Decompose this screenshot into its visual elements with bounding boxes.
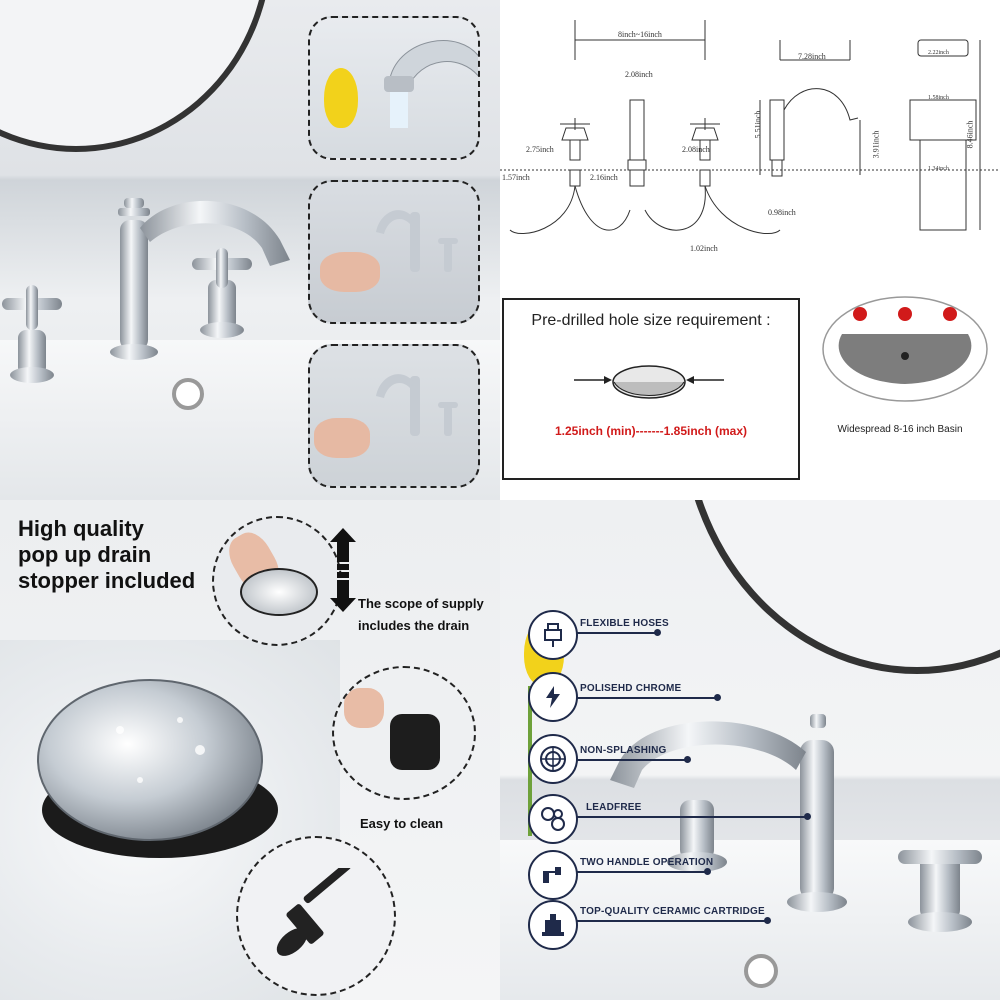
hole-requirement-title: Pre-drilled hole size requirement : <box>531 312 771 329</box>
dim-spacing: 8inch~16inch <box>618 30 662 39</box>
dimension-drawing <box>500 20 1000 234</box>
faucet-image-2 <box>610 714 982 932</box>
yellow-flower <box>324 68 358 128</box>
feature-label-5: TWO HANDLE OPERATION <box>580 857 714 868</box>
faucet-photo-panel <box>0 0 500 500</box>
inset-glass-fill <box>308 344 480 488</box>
feature-dot-1 <box>654 629 661 636</box>
dim-drain-neck: 1.58inch <box>928 95 949 101</box>
hand-holding <box>344 688 384 728</box>
hole-diagram-icon <box>574 365 724 399</box>
basin-caption: Widespread 8-16 inch Basin <box>837 424 963 435</box>
dim-shank-length: 1.57inch <box>502 173 530 182</box>
feature-line-1 <box>576 632 656 634</box>
faucet-mini-icon-2 <box>376 374 458 436</box>
feature-label-4: LEADFREE <box>586 802 642 813</box>
mini-stopper <box>240 568 318 616</box>
lightning-icon <box>528 672 578 722</box>
feature-line-4 <box>576 816 806 818</box>
feature-dot-2 <box>714 694 721 701</box>
dim-spout-height: 5.51inch <box>753 110 763 139</box>
inset-clean-drain <box>332 666 476 800</box>
feature-label-2: POLISEHD CHROME <box>580 683 682 694</box>
spout-closeup-icon <box>384 40 478 128</box>
dim-drain-body: 1.34inch <box>928 166 949 172</box>
feature-label-3: NON-SPLASHING <box>580 745 667 756</box>
pipes-icon <box>528 794 578 844</box>
feature-label-1: FLEXIBLE HOSES <box>580 618 669 629</box>
feature-dot-4 <box>804 813 811 820</box>
dim-spout-reach: 7.28inch <box>798 52 826 61</box>
feature-line-5 <box>576 871 706 873</box>
faucet-image <box>2 198 290 383</box>
feature-label-6: TOP-QUALITY CERAMIC CARTRIDGE <box>580 906 765 917</box>
supply-caption-line2: includes the drain <box>358 618 470 633</box>
drain-stopper-image <box>37 679 278 858</box>
mirror-2 <box>680 500 1000 674</box>
supply-caption-line1: The scope of supply <box>358 596 484 611</box>
feature-line-2 <box>576 697 716 699</box>
drain-heading-line1: High quality <box>18 516 144 541</box>
clean-caption: Easy to clean <box>360 816 444 831</box>
faucet-mini-icon <box>376 210 458 272</box>
dim-drain-height: 8.46inch <box>965 120 975 149</box>
cartridge-icon <box>528 900 578 950</box>
feature-dot-5 <box>704 868 711 875</box>
inset-water-flow <box>308 16 480 160</box>
faucet-icon <box>528 850 578 900</box>
mirror <box>0 0 272 152</box>
dim-shank-length-2: 2.16inch <box>590 173 618 182</box>
up-down-arrow-icon <box>330 528 356 612</box>
dim-drain-top: 2.22inch <box>928 50 949 56</box>
feature-line-6 <box>576 920 766 922</box>
basin-diagram-icon <box>822 296 988 402</box>
drain-heading-line3: stopper included <box>18 568 196 593</box>
hand-glass <box>314 418 370 458</box>
inset-hand-wash <box>308 180 480 324</box>
inset-drain-rod <box>236 836 396 996</box>
dim-valve-height-2: 2.08inch <box>682 145 710 154</box>
aerator-icon <box>528 734 578 784</box>
dim-tee: 1.02inch <box>690 244 718 253</box>
hand <box>320 252 380 292</box>
overflow-hole <box>172 378 204 410</box>
dimensions-panel: 8inch~16inch 2.08inch 7.28inch 5.51inch … <box>500 0 1000 500</box>
feature-dot-3 <box>684 756 691 763</box>
dim-valve-height: 2.75inch <box>526 145 554 154</box>
drain-rod-icon <box>276 868 351 956</box>
hole-requirement-box: Pre-drilled hole size requirement : 1.25… <box>502 298 800 480</box>
dim-spout-shank: 0.98inch <box>768 208 796 217</box>
overflow-hole-2 <box>744 954 778 988</box>
feature-line-3 <box>576 759 686 761</box>
inset-press-drain <box>212 516 342 646</box>
features-panel: FLEXIBLE HOSES POLISEHD CHROME NON-SPLAS… <box>500 500 1000 1000</box>
drain-body-black <box>390 714 440 770</box>
dim-spout-clearance: 3.91inch <box>871 130 881 159</box>
drain-heading-line2: pop up drain <box>18 542 152 567</box>
hose-icon <box>528 610 578 660</box>
hole-size-range: 1.25inch (min)-------1.85inch (max) <box>554 424 748 438</box>
drain-stopper-panel: High quality pop up drain stopper includ… <box>0 500 500 1000</box>
dim-handle-height: 2.08inch <box>625 70 653 79</box>
feature-dot-6 <box>764 917 771 924</box>
